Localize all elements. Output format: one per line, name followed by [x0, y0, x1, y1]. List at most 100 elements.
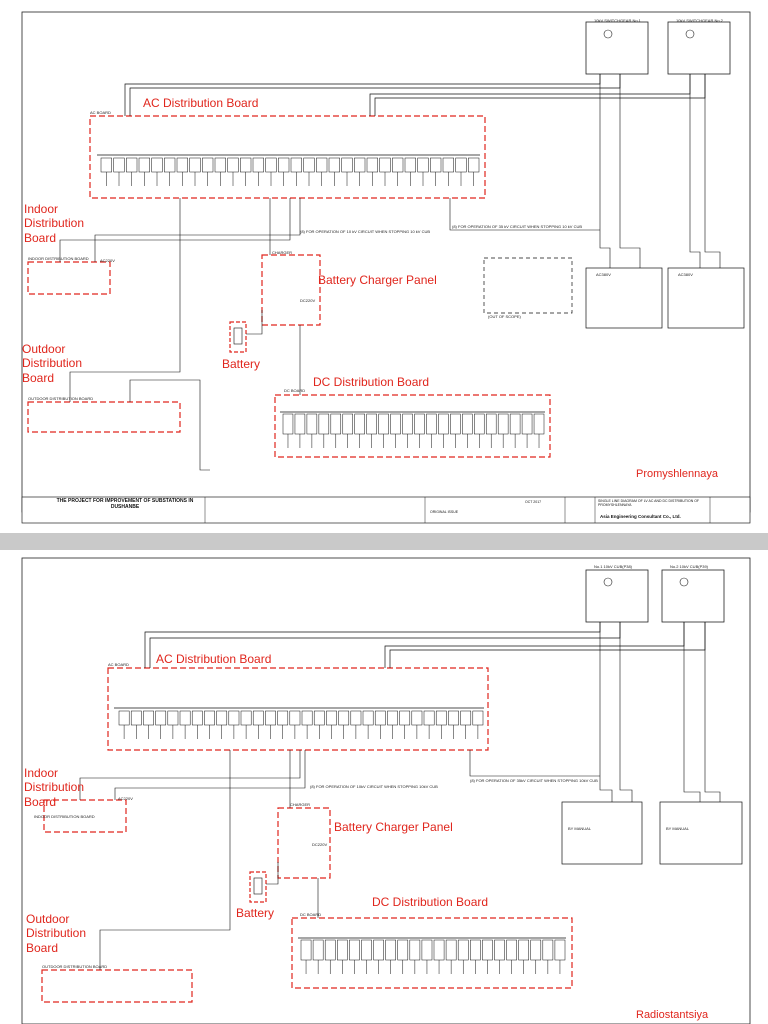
- breaker-cell: [421, 939, 433, 961]
- breaker-cell: [409, 939, 421, 961]
- outdoor-distribution-board-label-2: Outdoor Distribution Board: [26, 912, 87, 955]
- breaker-cell: [554, 939, 566, 961]
- wiring-diagram-2: [21, 557, 751, 1024]
- breaker-cell: [252, 157, 264, 173]
- outdoor-distribution-board-label: Outdoor Distribution Board: [22, 342, 83, 385]
- breaker-cell: [361, 939, 372, 961]
- breaker-cell: [366, 157, 378, 173]
- breaker-cell: [328, 157, 340, 173]
- breaker-cell: [378, 413, 389, 435]
- substation-name-2: Radiostantsiya: [636, 1009, 709, 1021]
- breaker-cell: [521, 413, 533, 435]
- breaker-cell: [354, 413, 365, 435]
- breaker-cell: [518, 939, 529, 961]
- project-title: THE PROJECT FOR IMPROVEMENT OF SUBSTATIO…: [56, 498, 194, 510]
- dc220-label-2: DC220V: [312, 842, 328, 847]
- out-of-scope-label: (OUT OF SCOPE): [488, 314, 521, 319]
- breaker-cell: [303, 157, 315, 173]
- breaker-cell: [404, 157, 416, 173]
- breaker-cell: [472, 710, 484, 726]
- breaker-cell: [342, 413, 353, 435]
- breaker-cell: [362, 710, 374, 726]
- by-manual-label-2: BY MANUAL: [666, 826, 690, 831]
- breaker-cell: [390, 413, 401, 435]
- breaker-cell: [417, 157, 429, 173]
- breaker-cell: [373, 939, 384, 961]
- breaker-cell: [448, 710, 459, 726]
- breaker-cell: [445, 939, 457, 961]
- breaker-cell: [100, 157, 112, 173]
- company-name: Asia Engineering Consultant Co., Ltd.: [600, 514, 681, 519]
- breaker-cell: [430, 157, 442, 173]
- breaker-cell: [349, 939, 360, 961]
- breaker-cell: [313, 710, 325, 726]
- breaker-cell: [214, 157, 226, 173]
- dc-distribution-board-label: DC Distribution Board: [313, 375, 430, 389]
- breaker-cell: [337, 939, 348, 961]
- breaker-cell: [426, 413, 437, 435]
- breaker-cell: [300, 939, 312, 961]
- breaker-cell: [533, 413, 545, 435]
- breaker-cell: [265, 157, 277, 173]
- ac380-label-1: AC380V: [596, 272, 611, 277]
- breaker-cell: [113, 157, 125, 173]
- breaker-cell: [462, 413, 473, 435]
- breaker-cell: [482, 939, 493, 961]
- note-35kv: (8) FOR OPERATION OF 35 kV CIRCUIT WHEN …: [452, 224, 583, 229]
- breaker-cell: [301, 710, 313, 726]
- breaker-cell: [354, 157, 366, 173]
- breaker-cell: [494, 939, 505, 961]
- breaker-cell: [216, 710, 228, 726]
- breaker-cell: [324, 939, 336, 961]
- breaker-cell: [423, 710, 435, 726]
- breaker-cell: [312, 939, 324, 961]
- indoor-board-tag-2: INDOOR DISTRIBUTION BOARD: [34, 814, 95, 819]
- breaker-cell: [366, 413, 377, 435]
- breaker-cell: [202, 157, 214, 173]
- breaker-cell: [151, 157, 163, 173]
- breaker-cell: [126, 157, 138, 173]
- indoor-board-tag: INDOOR DISTRIBUTION BOARD: [28, 256, 89, 261]
- breaker-cell: [228, 710, 240, 726]
- battery-label: Battery: [222, 357, 261, 371]
- switchgear-1-label: 10kV SWITCHGEAR No.1: [594, 18, 641, 23]
- breaker-cell: [330, 413, 342, 435]
- breaker-cell: [167, 710, 179, 726]
- breaker-cell: [316, 157, 328, 173]
- breaker-cell: [294, 413, 306, 435]
- breaker-cell: [392, 157, 404, 173]
- breaker-cell: [460, 710, 472, 726]
- breaker-cell: [450, 413, 461, 435]
- breaker-cell: [227, 157, 239, 173]
- breaker-cell: [468, 157, 480, 173]
- outdoor-board-tag: OUTDOOR DISTRIBUTION BOARD: [28, 396, 94, 401]
- breaker-cell: [306, 413, 318, 435]
- ac380-label-2: AC380V: [678, 272, 693, 277]
- breaker-cell: [143, 710, 154, 726]
- breaker-cell: [379, 157, 391, 173]
- breaker-cell: [341, 157, 353, 173]
- breaker-cell: [179, 710, 191, 726]
- revision-issue: ORIGINAL ISSUE: [430, 510, 459, 514]
- breaker-cell: [326, 710, 337, 726]
- note-35kv-2: (8) FOR OPERATION OF 35kV CIRCUIT WHEN S…: [470, 778, 598, 783]
- cub-2-label: No.2 10kV CUB(P39): [670, 564, 709, 569]
- breaker-cell: [485, 413, 497, 435]
- outdoor-board-tag-2: OUTDOOR DISTRIBUTION BOARD: [42, 964, 108, 969]
- by-manual-label-1: BY MANUAL: [568, 826, 592, 831]
- dc220-label: DC220V: [300, 298, 316, 303]
- breaker-cell: [138, 157, 150, 173]
- drawing-sheet-promyshlennaya: AC Distribution Board Indoor Distributio…: [0, 0, 768, 533]
- breaker-cell: [252, 710, 264, 726]
- breaker-cell: [457, 939, 469, 961]
- breaker-cell: [265, 710, 276, 726]
- cub-1-label: No.1 10kV CUB(P38): [594, 564, 633, 569]
- switchgear-2-label: 10kV SWITCHGEAR No.2: [676, 18, 723, 23]
- breaker-cell: [240, 710, 252, 726]
- battery-label-2: Battery: [236, 906, 275, 920]
- note-10kv: (8) FOR OPERATION OF 10 kV CIRCUIT WHEN …: [300, 229, 431, 234]
- ac-board-tag: AC BOARD: [90, 110, 111, 115]
- revision-date: OCT 2017: [525, 500, 542, 504]
- breaker-cell: [474, 413, 485, 435]
- ac-distribution-board-label: AC Distribution Board: [143, 96, 259, 110]
